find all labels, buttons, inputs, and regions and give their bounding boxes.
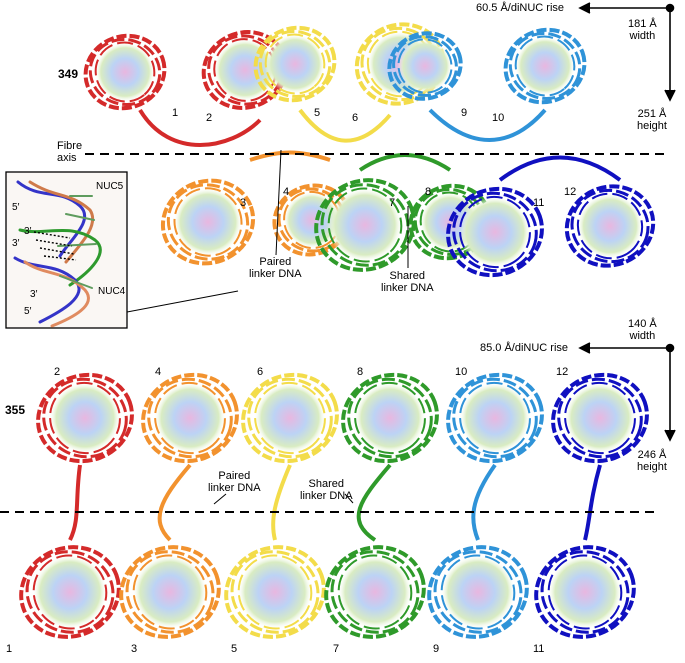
paired-leader-bottom <box>213 493 227 505</box>
nuc-bot-2 <box>36 372 134 464</box>
top-width-label: 181 Å width <box>628 18 657 42</box>
inset-3prime-c: 3′ <box>30 289 38 300</box>
inset-nuc5-label: NUC5 <box>96 181 124 192</box>
paired-leader-top <box>275 149 282 256</box>
nuc-top-7 <box>314 178 416 272</box>
nuc-bot-11 <box>534 545 636 639</box>
nuc-top-9 <box>387 31 463 101</box>
nuc-bot-12 <box>551 372 649 464</box>
top-height-label: 251 Å height <box>637 108 667 132</box>
fibre-axis-label: Fibre axis <box>57 140 83 164</box>
nuc-bot-7 <box>324 545 426 639</box>
linker-dna-9 <box>271 464 292 541</box>
nuc-number-top-12: 12 <box>564 186 577 198</box>
nuc-top-5 <box>253 25 337 103</box>
nuc-number-top-7: 7 <box>389 197 396 209</box>
nuc-bot-9 <box>427 545 529 639</box>
nuc-number-bottom-3: 3 <box>131 643 138 655</box>
nuc-number-bottom-9: 9 <box>433 643 440 655</box>
linker-dna-2 <box>249 150 331 162</box>
nuc-bot-4 <box>141 372 239 464</box>
nuc-bot-10 <box>446 372 544 464</box>
nuc-top-1 <box>83 33 167 111</box>
top-shared-label: Shared linker DNA <box>381 270 434 294</box>
nuc-number-top-2: 2 <box>206 112 213 124</box>
nuc-number-bottom-8: 8 <box>357 366 364 378</box>
nuc-bot-5 <box>224 545 326 639</box>
top-dimension-arrows <box>578 2 676 102</box>
nucleosome-layer <box>19 22 656 639</box>
linker-dna-11 <box>471 463 497 541</box>
nuc-number-bottom-7: 7 <box>333 643 340 655</box>
linker-dna-10 <box>356 463 392 542</box>
panel-bottom-id: 355 <box>5 403 26 417</box>
nuc-number-top-6: 6 <box>352 112 359 124</box>
nuc-number-bottom-2: 2 <box>54 366 61 378</box>
nuc-bot-3 <box>119 545 221 639</box>
nuc-number-bottom-6: 6 <box>257 366 264 378</box>
top-paired-label: Paired linker DNA <box>249 256 302 280</box>
nuc-number-bottom-1: 1 <box>6 643 13 655</box>
nuc-number-bottom-12: 12 <box>556 366 569 378</box>
nuc-number-top-11: 11 <box>533 197 545 209</box>
inset-3prime-a: 3′ <box>24 226 32 237</box>
nuc-number-top-3: 3 <box>240 197 247 209</box>
nuc-number-top-1: 1 <box>172 107 179 119</box>
nuc-top-11 <box>446 186 544 278</box>
linker-dna-5 <box>428 108 547 142</box>
panel-top-id: 349 <box>58 67 79 81</box>
linker-dna-3 <box>298 108 392 143</box>
bottom-paired-label: Paired linker DNA <box>208 470 261 494</box>
linker-dna-1 <box>138 108 262 147</box>
linker-dna-4 <box>358 153 452 172</box>
linker-dna-layer <box>68 108 622 542</box>
bottom-dimension-arrows <box>578 342 676 442</box>
nuc-top-12 <box>564 184 656 268</box>
inset-5prime-top: 5′ <box>12 202 20 213</box>
inset-leader-line <box>126 290 239 313</box>
nuc-number-bottom-4: 4 <box>155 366 162 378</box>
inset-5prime-bottom: 5′ <box>24 306 32 317</box>
bottom-height-label: 246 Å height <box>637 449 667 473</box>
nuc-number-bottom-11: 11 <box>533 643 545 655</box>
nuc-number-top-4: 4 <box>283 186 290 198</box>
bottom-shared-label: Shared linker DNA <box>300 478 353 502</box>
linker-dna-8 <box>157 463 192 542</box>
bottom-width-label: 140 Å width <box>628 318 657 342</box>
nuc-bot-8 <box>341 372 439 464</box>
bottom-rise-label: 85.0 Å/diNUC rise <box>480 342 569 354</box>
linker-dna-12 <box>583 464 602 541</box>
nuc-top-10 <box>503 27 587 105</box>
nuc-number-top-5: 5 <box>314 107 321 119</box>
nuc-number-top-8: 8 <box>425 186 432 198</box>
top-rise-label: 60.5 Å/diNUC rise <box>476 2 565 14</box>
nuc-number-bottom-5: 5 <box>231 643 238 655</box>
linker-dna-6 <box>498 155 622 182</box>
nuc-bot-1 <box>19 545 121 639</box>
nuc-number-bottom-10: 10 <box>455 366 468 378</box>
inset-nuc4-label: NUC4 <box>98 286 126 297</box>
inset-panel <box>5 171 239 329</box>
nuc-bot-6 <box>241 372 339 464</box>
linker-dna-7 <box>68 464 82 541</box>
inset-3prime-b: 3′ <box>12 238 20 249</box>
shared-leader-bottom <box>344 493 354 504</box>
nuc-number-top-10: 10 <box>492 112 505 124</box>
nuc-top-3 <box>160 178 256 266</box>
nuc-number-top-9: 9 <box>461 107 468 119</box>
